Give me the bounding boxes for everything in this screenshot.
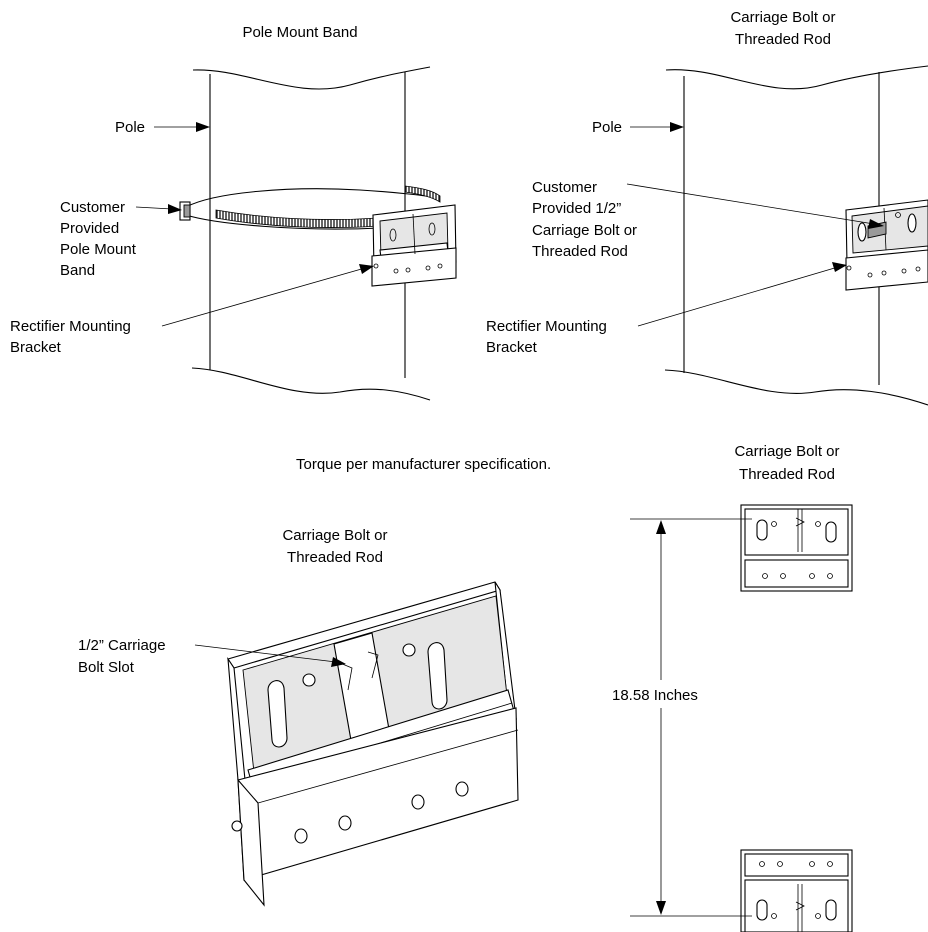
dimension-label: 18.58 Inches [612,687,698,704]
torque-note: Torque per manufacturer specification. [296,456,551,473]
dimension-line: 18.58 Inches [612,518,752,917]
left-view-title: Pole Mount Band [242,24,357,41]
right-bracket-callout: Rectifier Mounting Bracket [486,262,847,356]
svg-text:Pole: Pole [592,119,622,136]
svg-text:Bracket: Bracket [486,339,538,356]
left-pole-label: Pole [115,119,210,136]
svg-text:Rectifier Mounting: Rectifier Mounting [486,318,607,335]
carriage-bolt-view: Carriage Bolt or Threaded Rod Pole [486,9,928,406]
left-mounting-bracket [371,204,457,287]
svg-text:1/2” Carriage: 1/2” Carriage [78,637,166,654]
left-bracket-callout: Rectifier Mounting Bracket [10,264,374,356]
right-mounting-bracket [845,199,928,291]
detail-bracket [227,581,519,907]
svg-text:Pole Mount: Pole Mount [60,241,137,258]
svg-text:Bolt Slot: Bolt Slot [78,659,135,676]
svg-text:Customer: Customer [60,199,125,216]
upper-bracket-front [740,504,853,592]
svg-text:Band: Band [60,262,95,279]
svg-text:Carriage Bolt or: Carriage Bolt or [532,222,637,239]
detail-title-line1: Carriage Bolt or [282,527,387,544]
bracket-spacing-view: Carriage Bolt or Threaded Rod [612,443,853,932]
svg-text:Provided: Provided [60,220,119,237]
svg-text:Threaded Rod: Threaded Rod [532,243,628,260]
lower-bracket-front [740,849,853,932]
right-view-title-line2: Threaded Rod [735,31,831,48]
slot-callout: 1/2” Carriage Bolt Slot [78,637,346,676]
bolt-callout: Customer Provided 1/2” Carriage Bolt or … [532,179,884,260]
spacing-title-line2: Threaded Rod [739,466,835,483]
svg-text:Pole: Pole [115,119,145,136]
svg-text:Rectifier Mounting: Rectifier Mounting [10,318,131,335]
band-callout: Customer Provided Pole Mount Band [60,199,182,279]
bracket-detail-view: Carriage Bolt or Threaded Rod [78,527,519,907]
svg-text:Bracket: Bracket [10,339,62,356]
pole-mount-band [179,185,441,230]
svg-text:Customer: Customer [532,179,597,196]
right-view-title-line1: Carriage Bolt or [730,9,835,26]
svg-text:Provided 1/2”: Provided 1/2” [532,200,621,217]
detail-title-line2: Threaded Rod [287,549,383,566]
spacing-title-line1: Carriage Bolt or [734,443,839,460]
pole-mount-band-view: Pole Mount Band [10,24,457,401]
right-pole-label: Pole [592,119,684,136]
